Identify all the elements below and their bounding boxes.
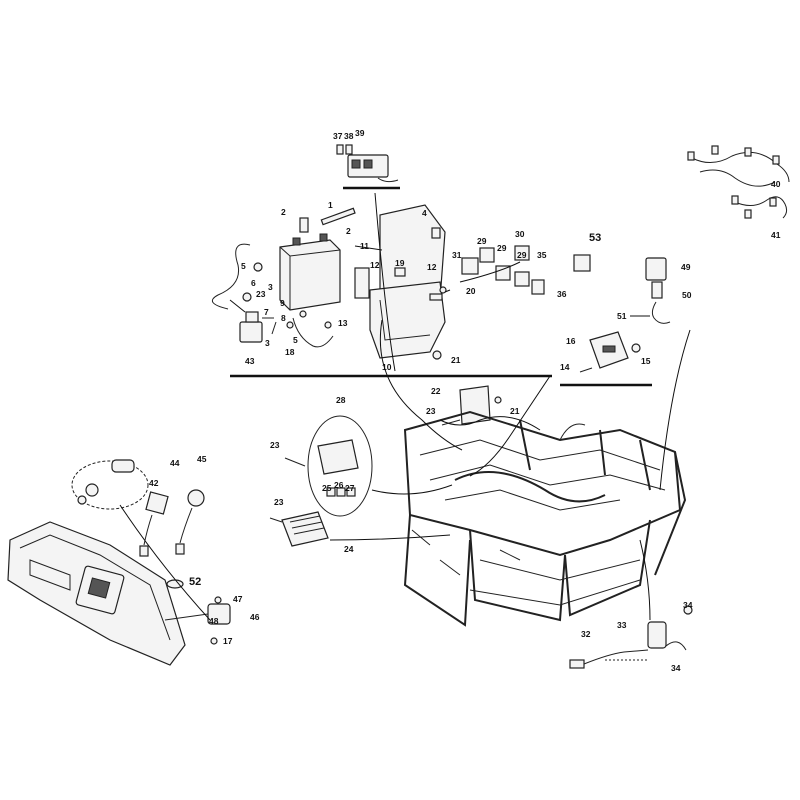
callout-10: 10 (382, 362, 392, 372)
callout-31: 31 (452, 250, 462, 260)
callout-42: 42 (149, 478, 159, 488)
callout-51: 51 (617, 311, 627, 321)
callout-38: 38 (344, 131, 354, 141)
speed-sensor-group (569, 605, 693, 669)
callout-19: 19 (395, 258, 405, 268)
callout-34b: 34 (671, 663, 681, 673)
callout-13: 13 (338, 318, 348, 328)
callout-labels: 37 38 39 1 2 2 4 11 12 12 19 20 10 21 5 … (149, 128, 781, 673)
callout-20: 20 (466, 286, 476, 296)
callout-48: 48 (209, 616, 219, 626)
callout-29b: 29 (497, 243, 507, 253)
callout-21a: 21 (451, 355, 461, 365)
callout-14: 14 (560, 362, 570, 372)
callout-39: 39 (355, 128, 365, 138)
callout-25: 25 (322, 483, 332, 493)
callout-4: 4 (422, 208, 427, 218)
callout-29c: 29 (517, 250, 527, 260)
callout-35: 35 (537, 250, 547, 260)
callout-36: 36 (557, 289, 567, 299)
callout-1: 1 (328, 200, 333, 210)
regulator-group (284, 415, 373, 517)
leader-lines (119, 192, 691, 621)
cdi-unit (579, 331, 641, 373)
callout-2b: 2 (346, 226, 351, 236)
callout-27: 27 (345, 483, 355, 493)
callout-28: 28 (336, 395, 346, 405)
callout-18: 18 (285, 347, 295, 357)
callout-33: 33 (617, 620, 627, 630)
callout-7: 7 (264, 307, 269, 317)
callout-5a: 5 (241, 261, 246, 271)
callout-32: 32 (581, 629, 591, 639)
callout-45: 45 (197, 454, 207, 464)
callout-17: 17 (223, 636, 233, 646)
rectifier-unit (269, 511, 329, 547)
callout-44: 44 (170, 458, 180, 468)
callout-52: 52 (189, 576, 201, 588)
callout-47: 47 (233, 594, 243, 604)
callout-43: 43 (245, 356, 255, 366)
vehicle-frame (403, 410, 687, 627)
callout-21b: 21 (510, 406, 520, 416)
callout-23d: 23 (274, 497, 284, 507)
callout-26: 26 (334, 480, 344, 490)
callout-22: 22 (431, 386, 441, 396)
callout-12a: 12 (370, 260, 380, 270)
callout-15: 15 (641, 356, 651, 366)
callout-12b: 12 (427, 262, 437, 272)
callout-49: 49 (681, 262, 691, 272)
callout-16: 16 (566, 336, 576, 346)
callout-24: 24 (344, 544, 354, 554)
callout-50: 50 (682, 290, 692, 300)
callout-2a: 2 (281, 207, 286, 217)
callout-41: 41 (771, 230, 781, 240)
callout-3b: 3 (265, 338, 270, 348)
callout-29a: 29 (477, 236, 487, 246)
callout-8: 8 (281, 313, 286, 323)
battery-box-assembly (369, 204, 447, 360)
wire-harness (687, 145, 790, 219)
sensor-assembly (645, 257, 671, 324)
switch-group (139, 489, 231, 645)
battery-assembly (211, 207, 370, 348)
callout-30: 30 (515, 229, 525, 239)
callout-23b: 23 (426, 406, 436, 416)
callout-40: 40 (771, 179, 781, 189)
callout-23c: 23 (270, 440, 280, 450)
callout-11: 11 (360, 241, 369, 251)
callout-9: 9 (280, 298, 285, 308)
dash-panel (7, 459, 186, 666)
relay-group (461, 245, 591, 295)
callout-6: 6 (251, 278, 256, 288)
callout-3a: 3 (268, 282, 273, 292)
callout-37: 37 (333, 131, 343, 141)
ecu-module (441, 385, 502, 426)
callout-23a: 23 (256, 289, 266, 299)
callout-46: 46 (250, 612, 260, 622)
callout-5b: 5 (293, 335, 298, 345)
callout-53: 53 (589, 232, 601, 244)
callout-34a: 34 (683, 600, 693, 610)
fuse-box-assembly (336, 144, 399, 183)
